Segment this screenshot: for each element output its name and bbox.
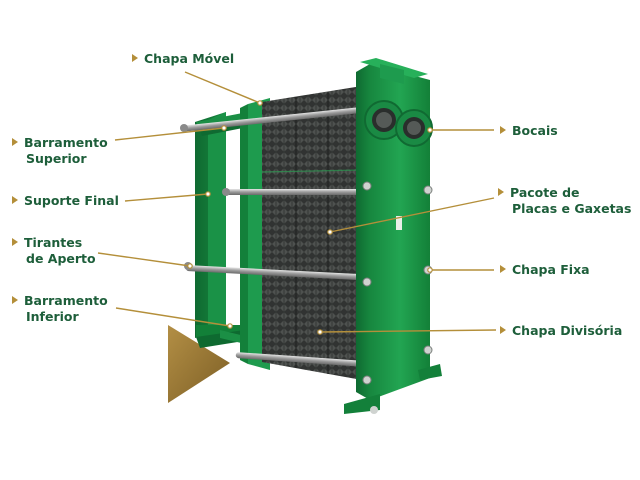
arrow-icon	[500, 326, 506, 334]
label-barramento-superior: Barramento Superior	[12, 135, 108, 167]
label-barramento-inferior: Barramento Inferior	[12, 293, 108, 325]
plate-pack	[262, 86, 362, 380]
leader-lines	[97, 71, 497, 333]
tie-rods	[180, 106, 376, 368]
fixed-plate	[370, 64, 430, 400]
arrow-icon	[498, 188, 504, 196]
arrow-icon	[500, 126, 506, 134]
label-tirantes-de-aperto: Tirantes de Aperto	[12, 235, 96, 267]
label-suporte-final: Suporte Final	[12, 193, 119, 209]
label-bocais: Bocais	[500, 123, 558, 139]
label-chapa-divisoria: Chapa Divisória	[500, 323, 622, 339]
arrow-icon	[132, 54, 138, 62]
arrow-icon	[12, 196, 18, 204]
fixed-plate-side	[356, 64, 370, 400]
arrow-icon	[12, 138, 18, 146]
label-chapa-fixa: Chapa Fixa	[500, 262, 590, 278]
decorative-triangle	[168, 325, 230, 403]
label-chapa-movel: Chapa Móvel	[132, 51, 234, 67]
nozzles	[364, 100, 433, 147]
label-pacote-de-placas: Pacote de Placas e Gaxetas	[498, 185, 631, 217]
arrow-icon	[12, 296, 18, 304]
arrow-icon	[500, 265, 506, 273]
arrow-icon	[12, 238, 18, 246]
